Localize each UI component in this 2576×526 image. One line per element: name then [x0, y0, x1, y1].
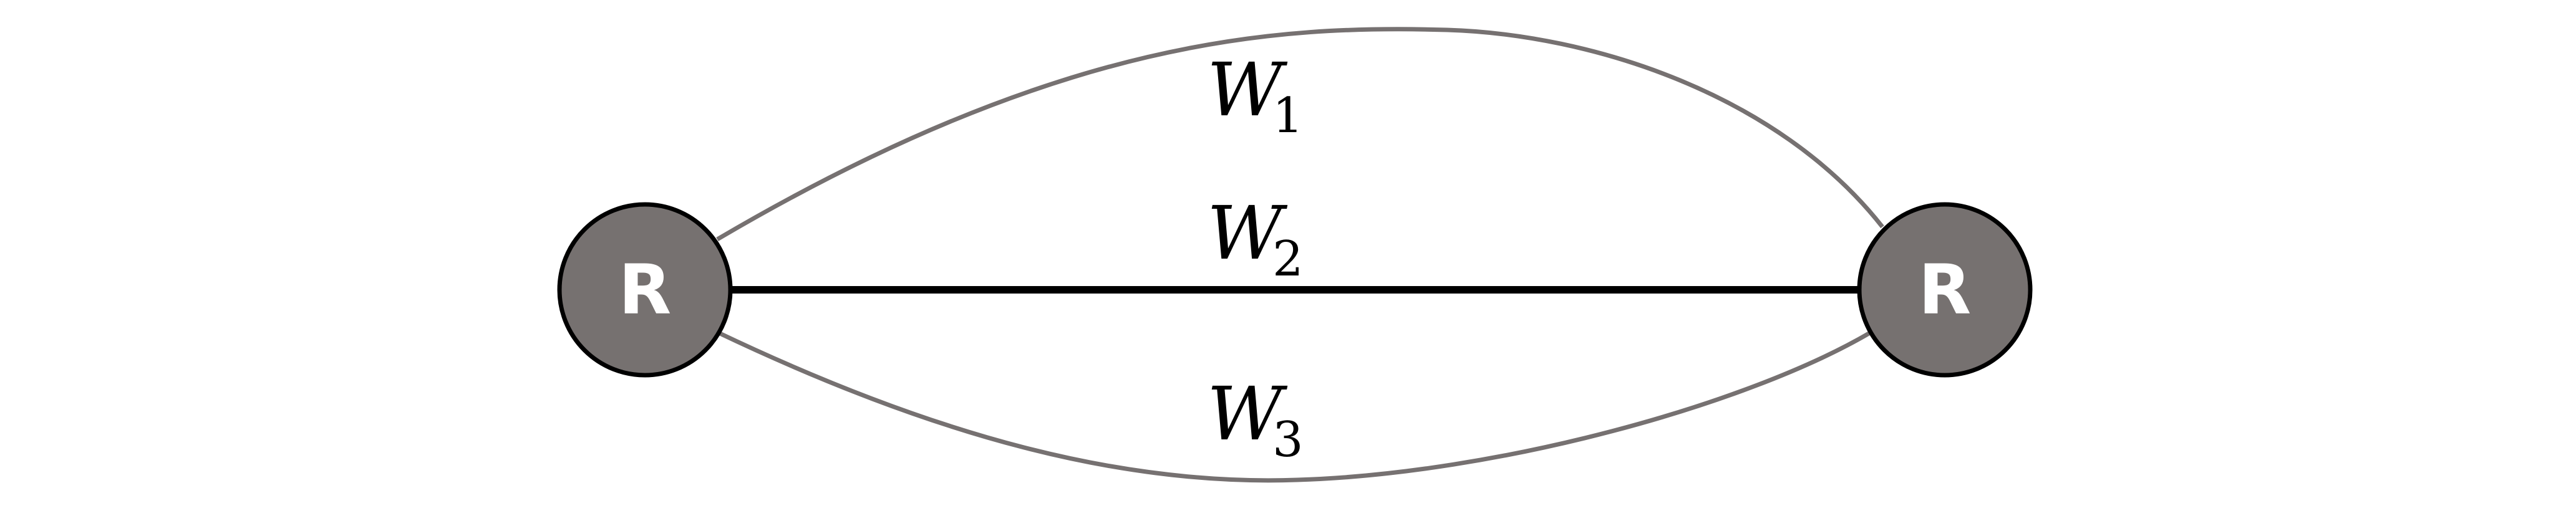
node-right-label: R: [1919, 250, 1972, 330]
edge-label-w2-subscript: 2: [1272, 231, 1304, 287]
node-left-circle: [557, 202, 733, 378]
node-right[interactable]: R: [1857, 202, 2033, 378]
node-left-label: R: [619, 250, 672, 330]
link-w3-curve: [716, 330, 1871, 483]
edge-label-w2-main: W: [1207, 190, 1288, 276]
node-left[interactable]: R: [557, 202, 733, 378]
edge-label-w3: W 3: [1207, 371, 1304, 468]
node-right-circle: [1857, 202, 2033, 378]
edge-label-w1-main: W: [1207, 47, 1288, 133]
edge-label-w3-subscript: 3: [1272, 412, 1304, 468]
edge-label-w3-main: W: [1207, 371, 1288, 457]
edge-label-w2: W 2: [1207, 190, 1304, 287]
edge-label-w1-subscript: 1: [1272, 88, 1304, 144]
edge-label-w1: W 1: [1207, 47, 1304, 144]
link-w1-curve: [716, 27, 1884, 242]
